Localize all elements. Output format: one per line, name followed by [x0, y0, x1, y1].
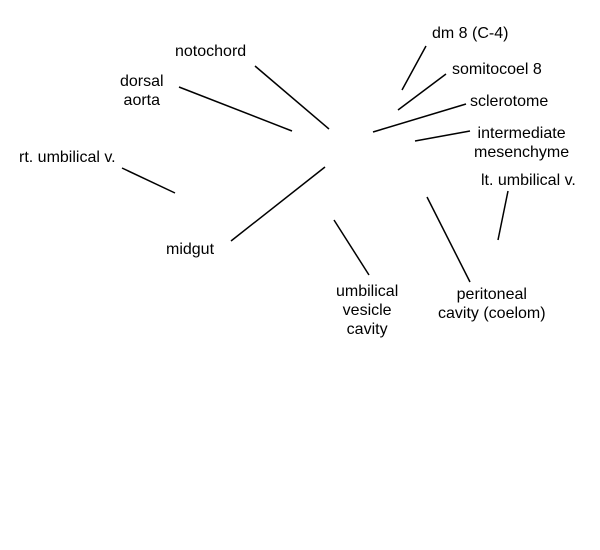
- leader-line-intermediate-mesenchyme: [414, 130, 471, 142]
- label-lt-umbilical-v: lt. umbilical v.: [481, 172, 576, 189]
- leader-line-umbilical-vesicle-cavity: [333, 219, 370, 276]
- label-rt-umbilical-v: rt. umbilical v.: [19, 149, 116, 166]
- leader-line-peritoneal-cavity: [426, 196, 471, 283]
- leader-line-rt-umbilical-v: [121, 167, 176, 194]
- label-dorsal-aorta: dorsal aorta: [120, 73, 164, 109]
- label-midgut: midgut: [166, 241, 215, 258]
- label-peritoneal-cavity: peritoneal cavity (coelom): [438, 286, 546, 322]
- leader-line-sclerotome: [372, 103, 467, 133]
- label-intermediate-mesenchyme: intermediate mesenchyme: [474, 125, 570, 161]
- label-sclerotome: sclerotome: [470, 93, 549, 110]
- leader-line-notochord: [254, 65, 330, 130]
- leader-line-dm8: [401, 45, 427, 91]
- label-dm8: dm 8 (C-4): [432, 25, 509, 42]
- label-umbilical-vesicle-cavity: umbilical vesicle cavity: [336, 283, 399, 338]
- label-somitocoel: somitocoel 8: [452, 61, 542, 78]
- leader-line-lt-umbilical-v: [497, 190, 509, 241]
- leader-line-somitocoel: [397, 73, 447, 111]
- label-notochord: notochord: [175, 43, 247, 60]
- leader-line-dorsal-aorta: [178, 86, 293, 132]
- leader-line-midgut: [230, 166, 326, 242]
